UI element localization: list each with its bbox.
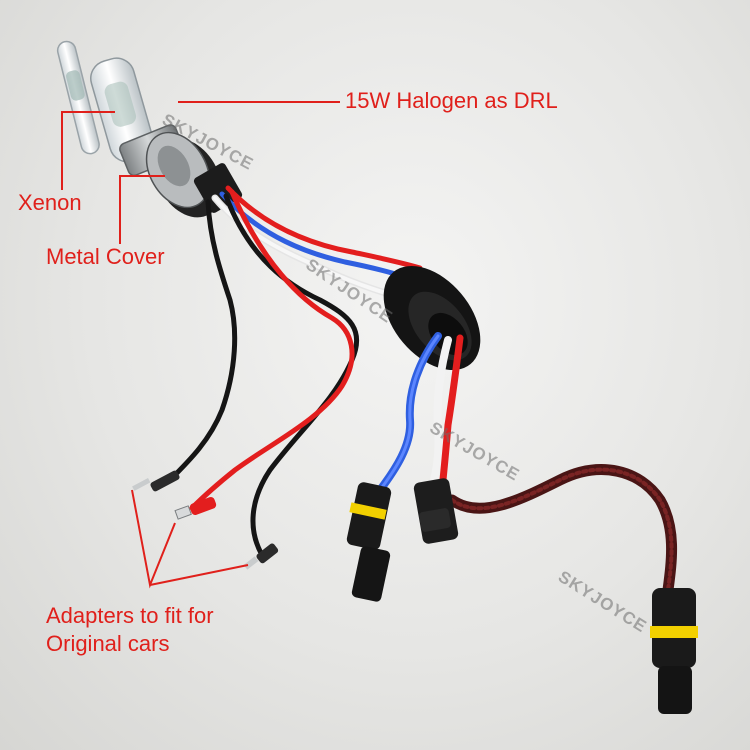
spade-connector-icon [132,470,279,570]
label-adapters-line2: Original cars [46,631,170,656]
label-adapters-line1: Adapters to fit for [46,603,214,628]
annotation-lines [61,101,340,589]
label-adapters: Adapters to fit for Original cars [46,602,214,658]
waterproof-plug-icon [346,478,698,714]
harness-wires [376,332,678,596]
label-metal-cover: Metal Cover [46,244,165,269]
label-halogen-drl: 15W Halogen as DRL [345,88,558,113]
label-xenon: Xenon [18,190,82,215]
